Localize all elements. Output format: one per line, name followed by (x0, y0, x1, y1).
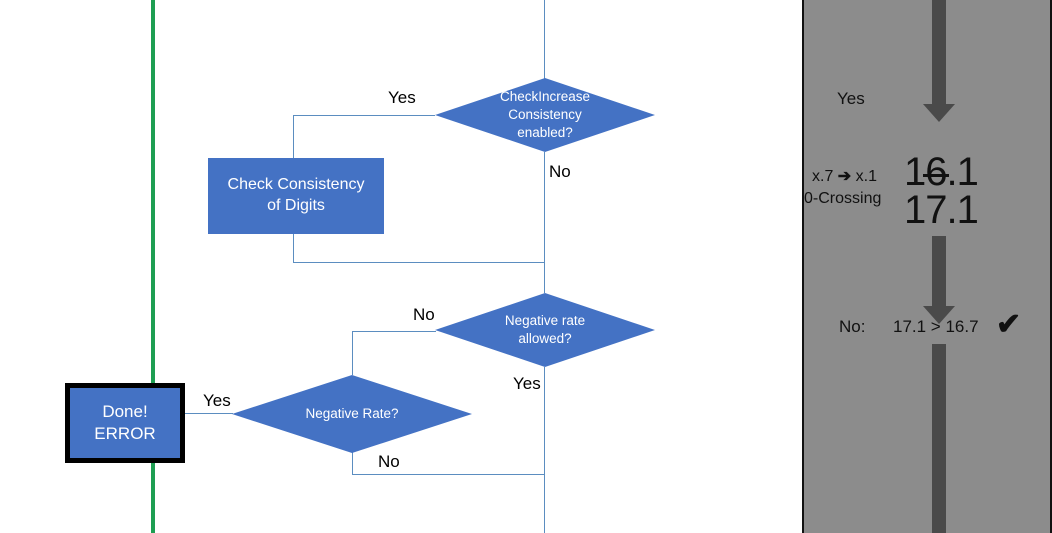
panel-rule-line-2: 0-Crossing (804, 190, 882, 207)
label-line-2: of Digits (267, 197, 325, 214)
arrow-head-middle (923, 306, 955, 324)
decision-check-increase[interactable]: CheckIncrease Consistency enabled? (435, 78, 655, 152)
connector-negrate-no-h (352, 474, 545, 475)
decision-negative-rate[interactable]: Negative Rate? (232, 375, 472, 453)
connector-checkincrease-no (544, 152, 545, 262)
label-line-1: Done! (102, 401, 148, 421)
connector-spine-bottom (544, 474, 545, 533)
rule-to-value: x.1 (855, 168, 877, 185)
arrow-shaft-bottom (932, 344, 946, 533)
terminator-label: Done! ERROR (94, 401, 155, 445)
connector-into-process-v (293, 115, 294, 158)
connector-negallowed-no-v (352, 331, 353, 375)
rule-from-value: x.7 (812, 168, 834, 185)
checkmark-icon: ✔ (996, 308, 1022, 341)
connector-negrate-no-v (352, 452, 353, 474)
terminator-done-error[interactable]: Done! ERROR (65, 383, 185, 463)
edge-label-negallowed-no: No (413, 305, 435, 324)
process-check-consistency-of-digits[interactable]: Check Consistency of Digits (208, 158, 384, 234)
connector-negrate-yes-h (173, 413, 233, 414)
arrow-shaft-middle (932, 236, 946, 308)
panel-value-result: 17.1 (904, 188, 979, 232)
edge-label-negallowed-yes: Yes (513, 374, 541, 393)
connector-spine-top (544, 0, 545, 80)
right-arrow-icon: ➔ (837, 168, 852, 185)
edge-label-negrate-no: No (378, 452, 400, 471)
green-divider-line (151, 0, 155, 533)
decision-negative-rate-allowed[interactable]: Negative rate allowed? (435, 293, 655, 367)
label-line-1: Check Consistency (227, 176, 365, 194)
connector-checkincrease-yes-h (293, 115, 435, 116)
arrow-shaft-top (932, 0, 946, 104)
value-prefix: 1 (904, 150, 926, 194)
panel-value-struck: 16.1 (904, 150, 979, 194)
label-line-2: ERROR (94, 424, 156, 443)
edge-label-checkincrease-no: No (549, 162, 571, 181)
connector-out-process-v (293, 234, 294, 262)
connector-spine-mid (544, 262, 545, 293)
edge-label-checkincrease-yes: Yes (388, 88, 416, 107)
connector-negallowed-no-h (352, 331, 436, 332)
connector-out-process-h (293, 262, 545, 263)
connector-negallowed-yes (544, 367, 545, 474)
detail-panel: Yes x.7 ➔ x.1 0-Crossing 16.1 17.1 No: 1… (802, 0, 1052, 533)
panel-rule-line-1: x.7 ➔ x.1 (812, 166, 877, 186)
edge-label-done-error-yes: Yes (203, 391, 231, 410)
panel-yes-label: Yes (837, 89, 865, 108)
value-struck-digit: 6 (925, 150, 947, 194)
arrow-head-top (923, 104, 955, 122)
panel-comparison-prefix: No: (839, 317, 866, 336)
value-suffix: .1 (946, 150, 979, 194)
panel-comparison: 17.1 > 16.7 (893, 317, 979, 336)
process-label: Check Consistency of Digits (228, 175, 365, 217)
